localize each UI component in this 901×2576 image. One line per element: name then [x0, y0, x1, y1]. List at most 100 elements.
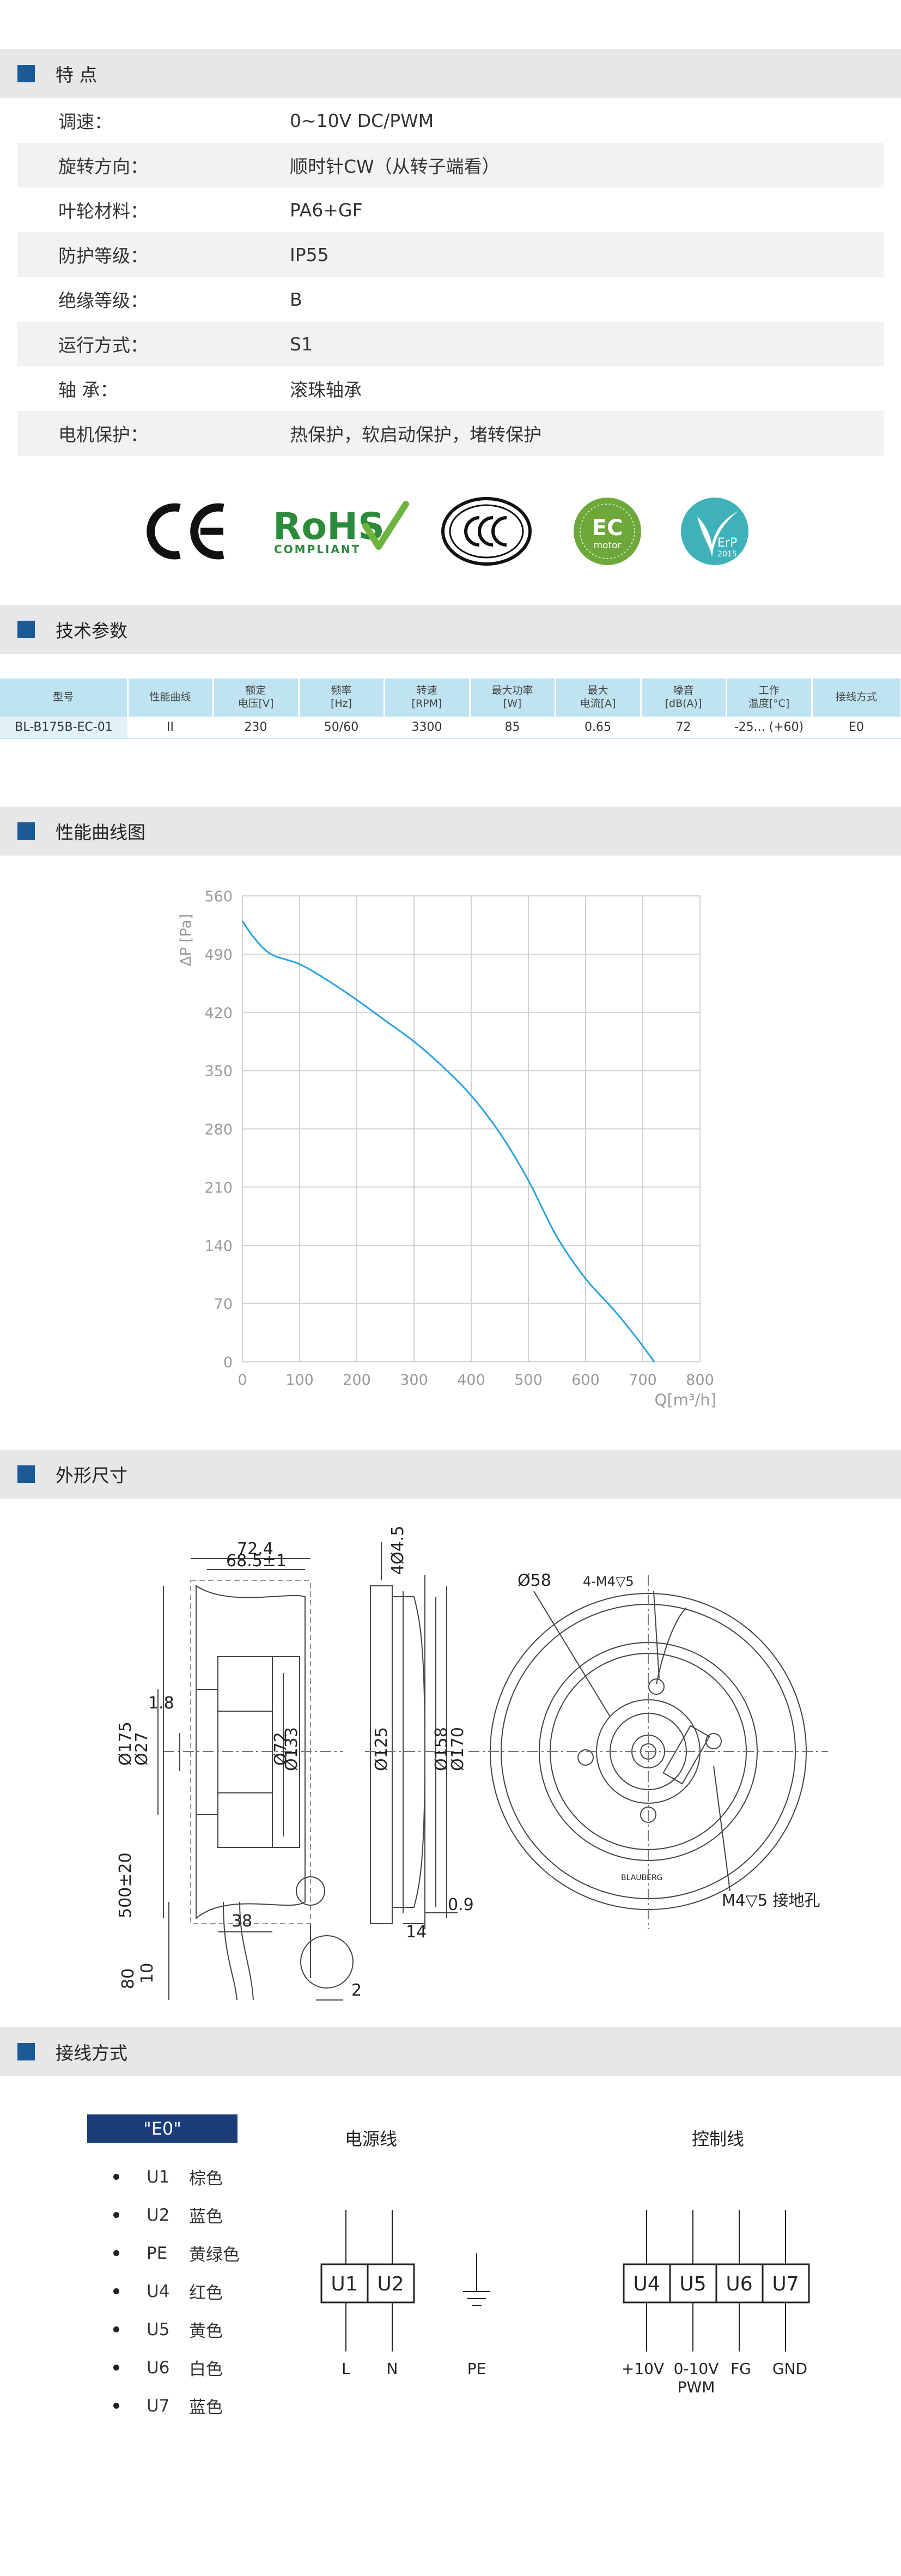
dim-label: Ø125: [372, 1727, 391, 1771]
brand-mark: BLAUBERG: [621, 1874, 663, 1882]
section-header-features: 特 点: [0, 49, 901, 98]
header-line: [dB(A)]: [665, 698, 702, 710]
feature-value: 滚珠轴承: [290, 379, 362, 401]
list-item: PE 黄绿色: [113, 2241, 240, 2265]
table-cell: 85: [470, 717, 555, 739]
feature-value: 顺时针CW（从转子端看）: [290, 156, 500, 177]
header-line: [W]: [503, 698, 522, 710]
dim-label: 38: [232, 1912, 252, 1931]
table-header-cell: 噪音[dB(A)]: [641, 678, 727, 717]
wire-code: PE: [147, 2243, 168, 2263]
dim-label: Ø170: [448, 1727, 467, 1771]
ccc-logo: [439, 493, 534, 569]
wire-code: U1: [147, 2167, 170, 2187]
header-line: 接线方式: [835, 691, 877, 704]
table-cell: 72: [641, 717, 726, 739]
bullet-icon: [113, 2326, 119, 2332]
dim-label: Ø27: [132, 1732, 151, 1766]
terminal-u5: U5: [679, 2273, 706, 2295]
dim-label: 500±20: [116, 1852, 135, 1918]
feature-label: 防护等级：: [58, 245, 148, 266]
section-title: 特 点: [56, 64, 98, 86]
bullet-icon: [113, 2250, 119, 2256]
dim-label: Ø58: [518, 1571, 551, 1590]
feature-value: 热保护，软启动保护，堵转保护: [290, 424, 541, 445]
check-icon: [362, 501, 409, 550]
x-tick-label: 400: [457, 1372, 485, 1389]
feature-row: 运行方式：S1: [17, 322, 884, 366]
bullet-icon: [113, 2403, 119, 2409]
feature-value: S1: [290, 333, 313, 355]
wire-color: 棕色: [189, 2169, 223, 2189]
feature-label: 轴 承：: [58, 379, 118, 401]
feature-label: 电机保护：: [58, 424, 148, 445]
ec-motor-logo: EC motor: [569, 493, 646, 569]
feature-row: 轴 承： 滚珠轴承: [17, 366, 884, 411]
x-tick-label: 0: [238, 1372, 247, 1389]
header-line: 工作: [758, 684, 780, 697]
dim-label: Ø175: [116, 1722, 135, 1766]
wire-code: U7: [147, 2396, 170, 2416]
dim-label: 0.9: [448, 1895, 474, 1914]
erp-text: ErP: [717, 536, 737, 550]
section-marker: [17, 65, 35, 82]
wire-label-fg: FG: [730, 2360, 751, 2378]
y-tick-label: 280: [204, 1122, 233, 1138]
wire-color: 黄绿色: [189, 2245, 240, 2265]
wire-label-gnd: GND: [772, 2360, 807, 2378]
table-cell: E0: [812, 717, 901, 739]
rohs-sub: COMPLIANT: [274, 543, 361, 556]
feature-label: 旋转方向：: [58, 156, 148, 177]
x-tick-label: 600: [571, 1372, 600, 1389]
terminal-u2: U2: [377, 2273, 404, 2295]
terminal-u4: U4: [633, 2273, 660, 2295]
section-title: 外形尺寸: [56, 1465, 127, 1486]
series-line: [241, 920, 655, 1362]
y-tick-label: 420: [204, 1005, 233, 1022]
y-tick-label: 350: [204, 1063, 233, 1080]
bullet-icon: [113, 2174, 119, 2180]
table-cell: 230: [213, 717, 299, 739]
dim-label: 80: [119, 1968, 138, 1989]
terminal-u7: U7: [772, 2273, 799, 2295]
x-tick-label: 200: [343, 1372, 371, 1389]
header-line: 最大: [587, 684, 608, 697]
x-axis-label: Q[m³/h]: [655, 1391, 716, 1409]
feature-row: 调速：0~10V DC/PWM: [17, 98, 884, 143]
terminal-u1: U1: [331, 2273, 357, 2295]
spec-table-header: 型号性能曲线额定电压[V]频率[Hz]转速[RPM]最大功率[W]最大电流[A]…: [0, 678, 901, 717]
wire-label-10v: +10V: [622, 2360, 664, 2378]
header-line: 电流[A]: [580, 698, 616, 710]
feature-value: PA6+GF: [290, 199, 363, 221]
wire-label-l: L: [342, 2360, 350, 2378]
dim-label: 10: [138, 1963, 157, 1984]
dim-label: 14: [406, 1923, 427, 1942]
bullet-icon: [113, 2365, 119, 2371]
terminal-u6: U6: [726, 2273, 752, 2295]
wiring-diagram: 电源线 控制线 U1 U2 U4 U5 U6 U7: [320, 2129, 810, 2396]
x-tick-label: 700: [629, 1372, 657, 1389]
header-line: 转速: [416, 684, 437, 697]
section-header-performance: 性能曲线图: [0, 807, 901, 856]
y-tick-label: 490: [204, 947, 233, 963]
dim-label: 4Ø4.5: [388, 1526, 407, 1575]
header-line: 噪音: [673, 684, 694, 697]
y-tick-label: 560: [204, 888, 233, 905]
section-marker: [17, 2043, 35, 2060]
table-header-cell: 频率[Hz]: [299, 678, 385, 717]
wire-color: 蓝色: [189, 2207, 223, 2227]
side-view: [157, 1558, 354, 2001]
section-title: 性能曲线图: [56, 822, 145, 843]
ec-text: EC: [592, 516, 623, 541]
feature-row: 叶轮材料：PA6+GF: [17, 187, 884, 232]
wire-color: 红色: [189, 2283, 223, 2303]
table-cell: BL-B175B-EC-01: [0, 717, 127, 739]
x-tick-label: 300: [400, 1372, 428, 1389]
table-header-cell: 最大电流[A]: [555, 678, 642, 717]
front-view: [468, 1575, 828, 1929]
